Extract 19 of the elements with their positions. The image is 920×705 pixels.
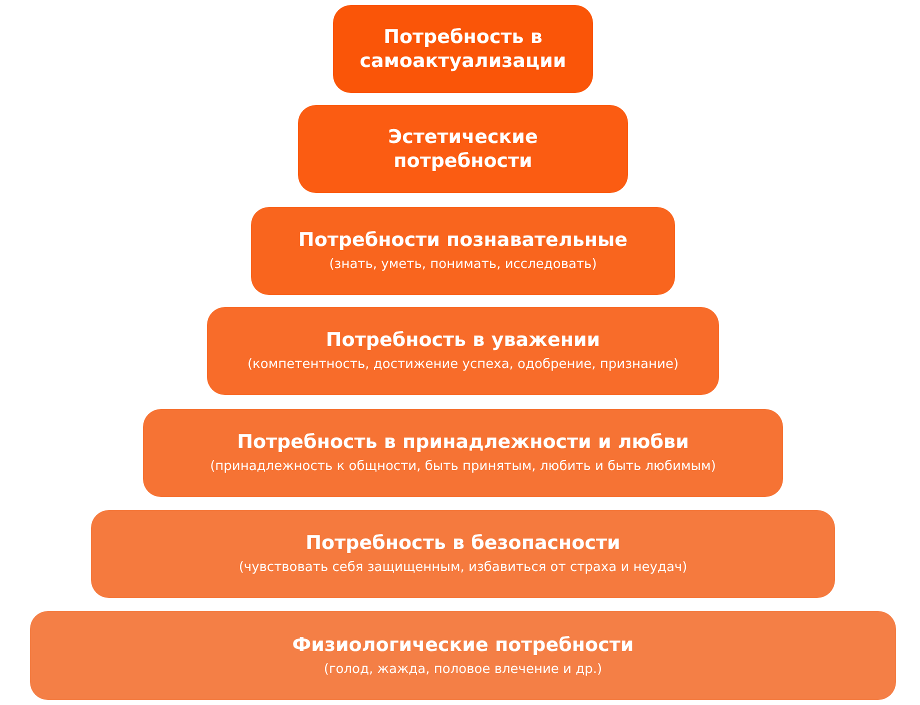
pyramid-level bbox=[30, 611, 896, 700]
level-title: Физиологические потребности bbox=[292, 632, 634, 656]
pyramid-level bbox=[91, 510, 835, 598]
level-title: Потребность в уважении bbox=[326, 328, 600, 352]
pyramid-level bbox=[143, 409, 783, 497]
pyramid-level bbox=[298, 105, 628, 193]
level-description: (компетентность, достижение успеха, одобрение, признание) bbox=[247, 356, 679, 374]
level-title: Потребность в безопасности bbox=[306, 531, 620, 555]
level-title: Потребность в принадлежности и любви bbox=[237, 430, 689, 454]
level-title: Потребности познавательные bbox=[298, 228, 628, 252]
pyramid-level bbox=[251, 207, 675, 295]
pyramid-level bbox=[333, 5, 593, 93]
level-description: (знать, уметь, понимать, исследовать) bbox=[329, 256, 597, 274]
level-title: Эстетические потребности bbox=[387, 125, 539, 173]
level-description: (голод, жажда, половое влечение и др.) bbox=[324, 660, 602, 678]
level-title: Потребность в самоактуализации bbox=[358, 25, 568, 73]
level-description: (чувствовать себя защищенным, избавиться от страха и неудач) bbox=[238, 559, 688, 577]
pyramid-level bbox=[207, 307, 719, 395]
level-description: (принадлежность к общности, быть принятым, любить и быть любимым) bbox=[210, 458, 716, 476]
